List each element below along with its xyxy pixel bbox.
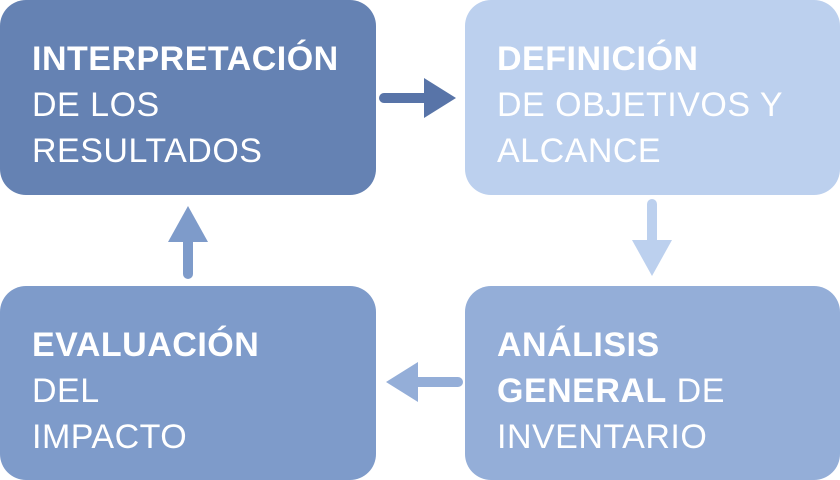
arrow-right-icon <box>379 78 456 118</box>
step-evaluation-title: EVALUACIÓN <box>32 326 260 364</box>
step-analysis-line2: GENERAL DE <box>497 368 808 414</box>
arrow-up-head <box>168 206 208 242</box>
step-definition-line2: DE OBJETIVOS Y <box>497 86 784 124</box>
step-analysis-line2-rest: DE <box>666 372 725 410</box>
arrow-left-head <box>386 362 418 402</box>
arrow-left-icon <box>386 362 463 402</box>
step-definition-title: DEFINICIÓN <box>497 40 699 78</box>
step-analysis-box: ANÁLISIS GENERAL DE INVENTARIO <box>465 286 840 480</box>
arrow-down-icon <box>632 199 672 276</box>
step-interpretation-line2: DE LOS <box>32 86 160 124</box>
arrow-up-icon <box>168 206 208 279</box>
arrow-down-head <box>632 240 672 276</box>
step-interpretation-line3: RESULTADOS <box>32 132 263 170</box>
step-definition-box: DEFINICIÓN DE OBJETIVOS Y ALCANCE <box>465 0 840 195</box>
step-analysis-line2-bold: GENERAL <box>497 372 667 410</box>
step-interpretation-box: INTERPRETACIÓN DE LOS RESULTADOS <box>0 0 376 195</box>
step-interpretation-title: INTERPRETACIÓN <box>32 40 339 78</box>
step-evaluation-line2: DEL <box>32 372 100 410</box>
step-evaluation-line3: IMPACTO <box>32 418 188 456</box>
step-definition-line3: ALCANCE <box>497 132 662 170</box>
step-analysis-title: ANÁLISIS <box>497 326 660 364</box>
step-analysis-line3: INVENTARIO <box>497 418 708 456</box>
arrow-right-head <box>424 78 456 118</box>
step-evaluation-box: EVALUACIÓN DEL IMPACTO <box>0 286 376 480</box>
